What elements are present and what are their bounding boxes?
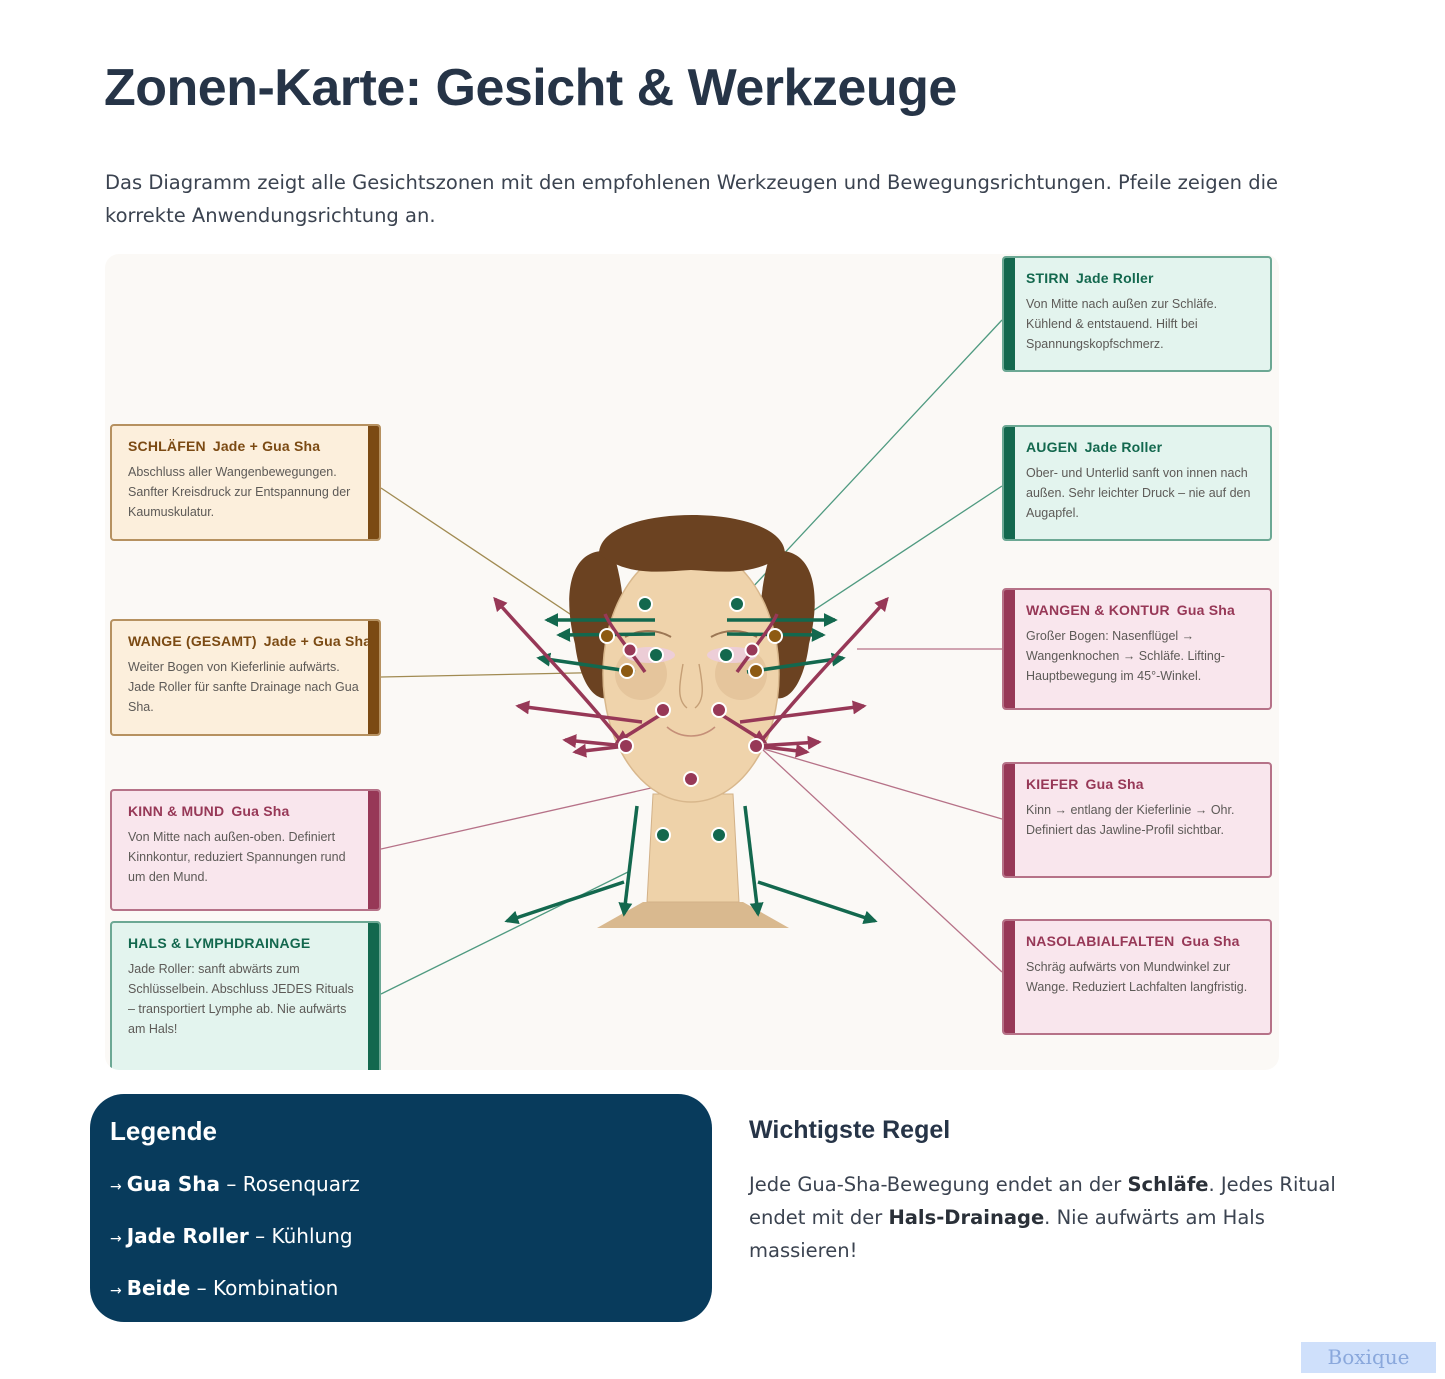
connector-nasolabial <box>718 708 1003 973</box>
dot-schlaefe-left <box>599 628 615 644</box>
zone-card-nasolabial: NASOLABIALFALTEN Gua Sha Schräg aufwärts … <box>1002 919 1272 1035</box>
zone-description: Abschluss aller Wangenbewegungen. Sanfte… <box>128 465 351 519</box>
brand-watermark: Boxique <box>1301 1342 1436 1373</box>
dot-auge-right <box>718 647 734 663</box>
dot-schlaefe-right <box>767 628 783 644</box>
zone-name: HALS & LYMPHDRAINAGE <box>128 935 311 951</box>
zone-name: SCHLÄFEN <box>128 438 206 454</box>
connector-hals <box>380 871 629 995</box>
zone-card-augen: AUGEN Jade Roller Ober- und Unterlid sanf… <box>1002 425 1272 541</box>
zone-name: KINN & MUND <box>128 803 225 819</box>
zone-card-stirn: STIRN Jade Roller Von Mitte nach außen zu… <box>1002 256 1272 372</box>
zone-description: Von Mitte nach außen zur Schläfe. Kühlen… <box>1026 297 1218 351</box>
legend-item-desc: – Kombination <box>196 1276 339 1300</box>
zone-card-schlaefen: SCHLÄFEN Jade + Gua Sha Abschluss aller W… <box>110 424 381 541</box>
zone-card-wangen-kontur: WANGEN & KONTUR Gua Sha Großer Bogen: Nas… <box>1002 588 1272 710</box>
legend-item-desc: – Kühlung <box>255 1224 353 1248</box>
arrow-right-icon: → <box>110 1179 122 1195</box>
zone-name: WANGEN & KONTUR <box>1026 602 1170 618</box>
zone-tool: Jade + Gua Sha <box>263 633 372 649</box>
zone-name: STIRN <box>1026 270 1069 286</box>
dot-wange-right <box>748 663 764 679</box>
zone-tool: Gua Sha <box>1181 933 1240 949</box>
dot-hals-left <box>655 827 671 843</box>
legend-item-name: Beide <box>126 1276 191 1300</box>
neck <box>646 793 740 903</box>
dot-stirn-right <box>729 596 745 612</box>
connector-schlaefen <box>380 487 598 633</box>
rule-emphasis-schlaefe: Schläfe <box>1127 1173 1209 1196</box>
legend-item-name: Jade Roller <box>126 1224 249 1248</box>
dot-nasolabial-right <box>711 702 727 718</box>
zone-description: Großer Bogen: Nasenflügel → Wangenknoche… <box>1026 629 1225 683</box>
shoulders <box>597 902 789 928</box>
dot-nasolabial-left <box>655 702 671 718</box>
zone-name: WANGE (GESAMT) <box>128 633 257 649</box>
zone-tool: Gua Sha <box>1176 602 1235 618</box>
dot-kiefer-left <box>618 738 634 754</box>
zone-card-kinn-mund: KINN & MUND Gua Sha Von Mitte nach außen-… <box>110 789 381 911</box>
hair-top <box>599 515 785 572</box>
dot-kiefer-right <box>748 738 764 754</box>
zone-tool: Gua Sha <box>231 803 290 819</box>
zone-description: Weiter Bogen von Kieferlinie aufwärts. J… <box>128 660 359 714</box>
legend-item-gua-sha: →Gua Sha – Rosenquarz <box>110 1169 692 1221</box>
rule-emphasis-hals-drainage: Hals-Drainage <box>888 1206 1045 1229</box>
zone-card-hals: HALS & LYMPHDRAINAGE Jade Roller: sanft … <box>110 921 381 1070</box>
zone-description: Schräg aufwärts von Mundwinkel zur Wange… <box>1026 960 1248 994</box>
zone-tool: Gua Sha <box>1085 776 1144 792</box>
arrow-right-icon: → <box>110 1231 122 1247</box>
zone-tool: Jade Roller <box>1084 439 1163 455</box>
legend-box: Legende →Gua Sha – Rosenquarz →Jade Roll… <box>90 1094 712 1322</box>
dot-wange-left <box>619 663 635 679</box>
zone-description: Jade Roller: sanft abwärts zum Schlüssel… <box>128 962 354 1036</box>
zone-description: Kinn → entlang der Kieferlinie → Ohr. De… <box>1026 803 1235 837</box>
legend-item-name: Gua Sha <box>126 1172 220 1196</box>
connector-kiefer <box>756 746 1003 820</box>
legend-item-beide: →Beide – Kombination <box>110 1273 692 1325</box>
dot-hals-right <box>711 827 727 843</box>
connector-kinn-mund <box>380 778 692 850</box>
zone-description: Ober- und Unterlid sanft von innen nach … <box>1026 466 1251 520</box>
intro-text: Das Diagramm zeigt alle Gesichtszonen mi… <box>105 171 1279 227</box>
page-title: Zonen-Karte: Gesicht & Werkzeuge <box>104 59 957 117</box>
dot-kinn <box>683 771 699 787</box>
dot-stirn-left <box>637 596 653 612</box>
zone-card-kiefer: KIEFER Gua Sha Kinn → entlang der Kieferl… <box>1002 762 1272 878</box>
rule-text: Jede Gua-Sha-Bewegung endet an der Schlä… <box>749 1173 1336 1262</box>
dot-auge-left <box>648 647 664 663</box>
legend-item-desc: – Rosenquarz <box>226 1172 360 1196</box>
zone-name: NASOLABIALFALTEN <box>1026 933 1175 949</box>
face-illustration <box>380 319 1003 995</box>
rule-title: Wichtigste Regel <box>749 1116 951 1144</box>
legend-title: Legende <box>110 1116 217 1146</box>
legend-item-jade-roller: →Jade Roller – Kühlung <box>110 1221 692 1273</box>
zone-description: Von Mitte nach außen-oben. Definiert Kin… <box>128 830 346 884</box>
zone-tool: Jade + Gua Sha <box>212 438 321 454</box>
zone-tool: Jade Roller <box>1076 270 1154 286</box>
arrow-right-icon: → <box>110 1283 122 1299</box>
zone-name: AUGEN <box>1026 439 1078 455</box>
zone-card-wange-gesamt: WANGE (GESAMT) Jade + Gua Sha Weiter Boge… <box>110 619 381 736</box>
face-zone-diagram: STIRN Jade Roller Von Mitte nach außen zu… <box>105 254 1279 1070</box>
zone-name: KIEFER <box>1026 776 1079 792</box>
